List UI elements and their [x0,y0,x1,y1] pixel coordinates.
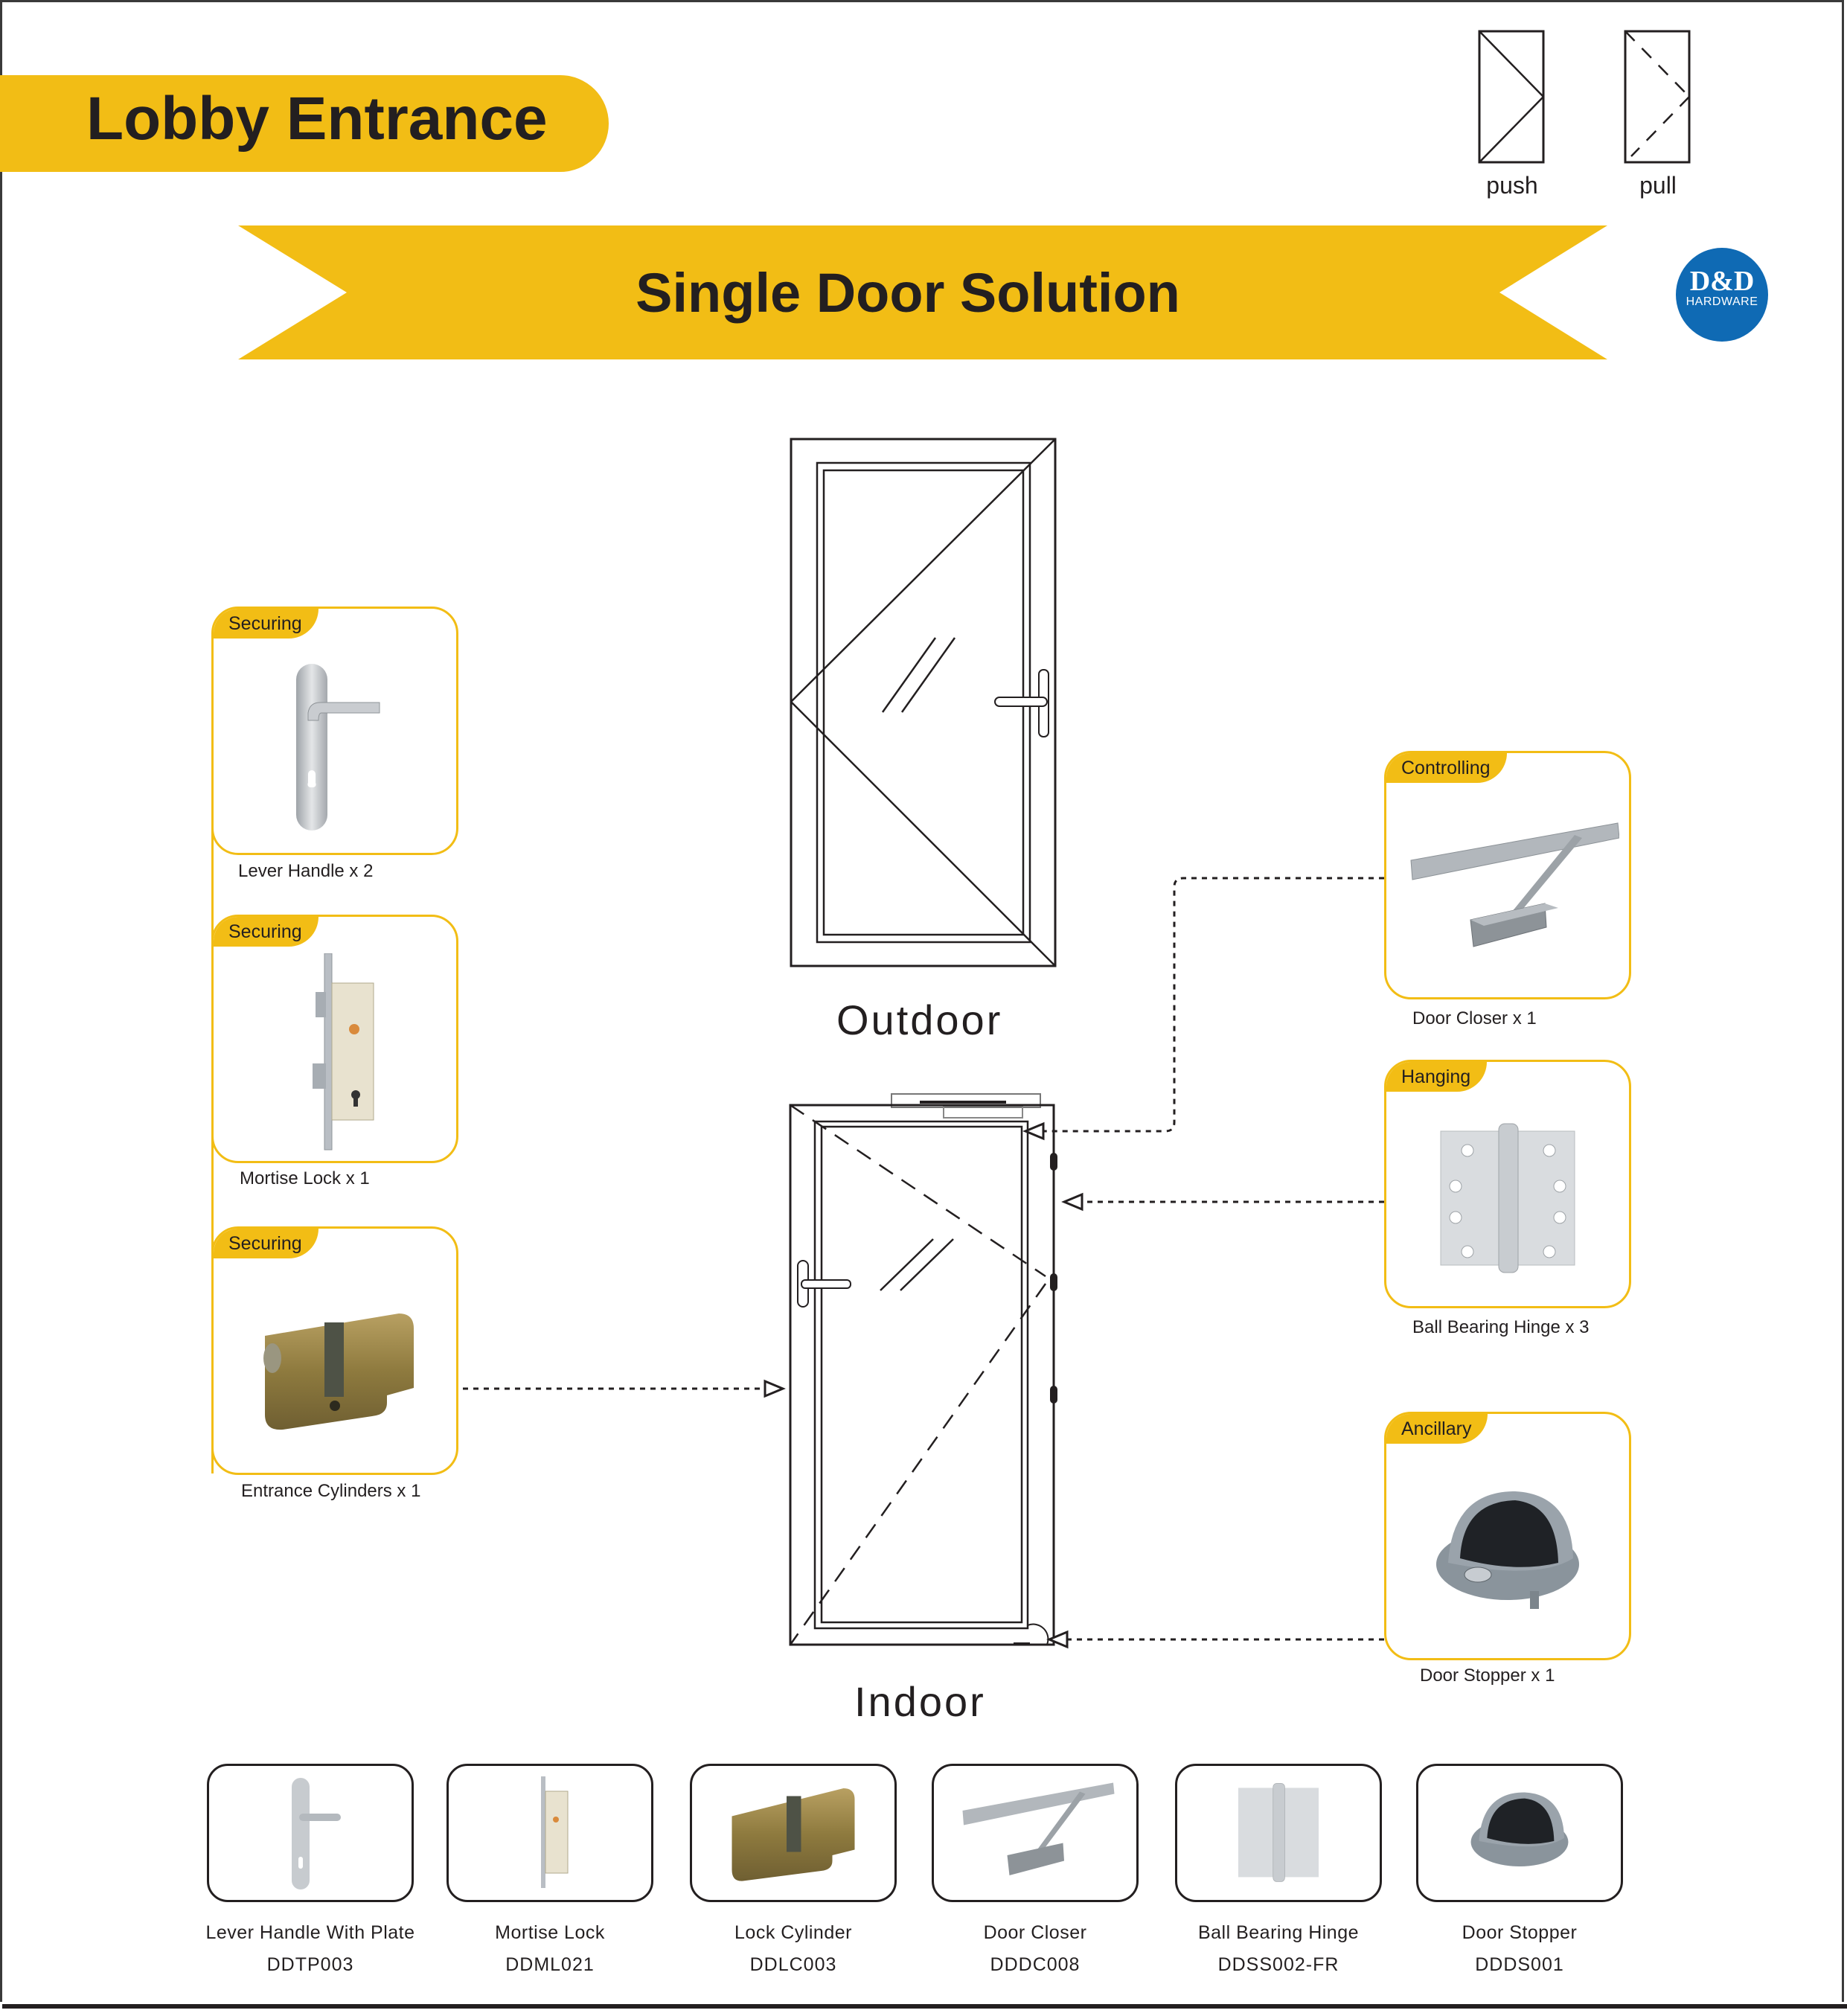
outdoor-door-drawing [790,438,1057,967]
mortise-lock-icon [214,947,456,1161]
card-caption: Entrance Cylinders x 1 [241,1481,421,1501]
brand-logo: D&D HARDWARE [1676,248,1768,342]
legend-push-label: push [1486,172,1538,199]
card-category-tag: Ancillary [1386,1414,1488,1444]
product-code: DDDS001 [1475,1954,1564,1975]
arrowheads [764,1121,1083,1649]
card-door-stopper[interactable]: Ancillary [1384,1412,1631,1660]
page-title-pill: Lobby Entrance [0,75,609,172]
card-category-tag: Securing [214,917,318,947]
product-mortise-lock[interactable] [446,1764,653,1902]
hinge-icon [1238,1783,1319,1882]
indoor-door-drawing [789,1093,1055,1646]
card-category-tag: Controlling [1386,753,1507,783]
product-code: DDLC003 [749,1954,837,1975]
legend-push: push [1476,30,1548,199]
banner-title: Single Door Solution [636,261,1180,324]
bottom-divider [2,2004,1847,2009]
hinge-markers [1050,1153,1057,1404]
product-name: Mortise Lock [495,1922,605,1943]
card-caption: Door Closer x 1 [1412,1008,1537,1028]
indoor-label: Indoor [854,1678,986,1725]
card-category-tag: Securing [214,609,318,639]
page-title: Lobby Entrance [86,85,548,153]
product-code: DDML021 [505,1954,595,1975]
product-door-stopper[interactable] [1416,1764,1623,1902]
outdoor-label: Outdoor [836,996,1003,1043]
lever-handle-icon [292,1778,341,1889]
door-closer-icon [962,1782,1115,1875]
product-name: Lever Handle With Plate [205,1922,415,1943]
banner-ribbon [238,225,1607,359]
banner: Single Door Solution [238,225,1578,359]
logo-sub: HARDWARE [1686,295,1758,308]
product-name: Door Stopper [1462,1922,1578,1943]
product-lock-cylinder[interactable] [690,1764,897,1902]
card-hinge[interactable]: Hanging [1384,1060,1631,1308]
product-name: Lock Cylinder [734,1922,852,1943]
card-category-tag: Securing [214,1229,318,1258]
card-mortise-lock[interactable]: Securing [211,915,458,1163]
product-lever-handle[interactable] [207,1764,414,1902]
door-push-symbol-icon [1478,30,1545,164]
card-door-closer[interactable]: Controlling [1384,751,1631,999]
lock-cylinder-icon [214,1258,456,1473]
lever-handle-icon [214,639,456,853]
product-code: DDDC008 [990,1954,1081,1975]
product-code: DDTP003 [266,1954,354,1975]
legend-pull-label: pull [1639,172,1677,199]
legend-pull: pull [1622,30,1694,199]
card-category-tag: Hanging [1386,1062,1488,1092]
card-lever-handle[interactable]: Securing [211,607,458,855]
door-stopper-icon [1386,1444,1629,1658]
product-name: Ball Bearing Hinge [1197,1922,1360,1943]
card-lock-cylinder[interactable]: Securing [211,1226,458,1475]
card-caption: Ball Bearing Hinge x 3 [1412,1317,1590,1337]
connector-lines [463,877,1384,1641]
door-pull-symbol-icon [1624,30,1691,164]
product-name: Door Closer [983,1922,1087,1943]
door-stopper-icon [1470,1792,1569,1866]
card-caption: Lever Handle x 2 [238,861,374,881]
mortise-lock-icon [541,1776,569,1888]
lock-cylinder-icon [732,1788,855,1881]
card-caption: Mortise Lock x 1 [240,1168,370,1188]
product-door-closer[interactable] [932,1764,1139,1902]
card-caption: Door Stopper x 1 [1420,1665,1555,1686]
door-closer-icon [1386,783,1629,997]
logo-main: D&D [1689,266,1755,297]
product-code: DDSS002-FR [1217,1954,1339,1975]
product-hinge[interactable] [1175,1764,1382,1902]
hinge-icon [1386,1092,1629,1306]
